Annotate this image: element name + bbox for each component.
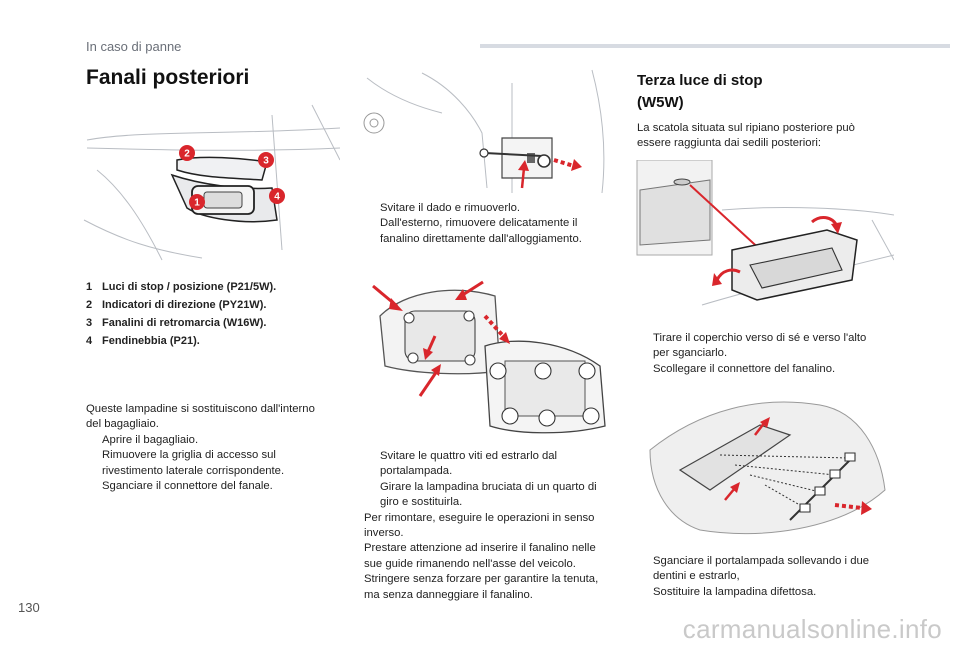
callout-3 [258,152,274,168]
right-steps-a: Tirare il coperchio verso di sé e verso … [637,331,897,377]
step-item: Sganciare il portalampada sollevando i d… [653,555,870,583]
third-brake-light-bulb: (W5W) [637,94,684,111]
watermark: carmanualsonline.info [682,614,942,644]
header-bar [480,44,950,48]
step-item: Sostituire la lampadina difettosa. [653,585,817,598]
brake-light-cover-illustration [632,160,894,320]
step-item: Dall'esterno, rimuovere delicatamente il… [380,217,582,245]
right-intro: La scatola situata sul ripiano posterior… [637,122,855,150]
step-item: Sganciare il connettore del fanale. [102,480,273,493]
middle-steps-a: Svitare il dado e rimuoverlo. Dall'ester… [364,201,614,247]
lamp-holder-illustration [640,390,890,540]
page-number: 130 [18,600,40,615]
callout-2 [179,145,195,161]
rear-lamp-illustration: 1 2 3 4 [82,100,340,265]
third-brake-light-title: Terza luce di stop [637,72,763,89]
nut-removal-illustration [362,68,612,196]
callout-1 [189,194,205,210]
callout-4-label: 4 [274,192,280,203]
left-instructions: Queste lampadine si sostituiscono dall'i… [86,402,336,494]
callout-2-label: 2 [184,149,190,160]
callout-4 [269,188,285,204]
page-title: Fanali posteriori [86,66,250,89]
step-item: Scollegare il connettore del fanalino. [653,362,836,375]
lamp-unit-illustration [365,276,620,442]
callout-3-label: 3 [263,156,269,167]
step-item: Tirare il coperchio verso di sé e verso … [653,332,867,360]
section-label: In caso di panne [86,39,182,54]
step-item: Aprire il bagagliaio. [102,433,199,446]
right-steps-b: Sganciare il portalampada sollevando i d… [637,554,897,600]
step-item: Svitare il dado e rimuoverlo. [380,202,521,214]
step-item: Girare la lampadina bruciata di un quart… [380,480,597,509]
callout-1-label: 1 [194,198,200,209]
